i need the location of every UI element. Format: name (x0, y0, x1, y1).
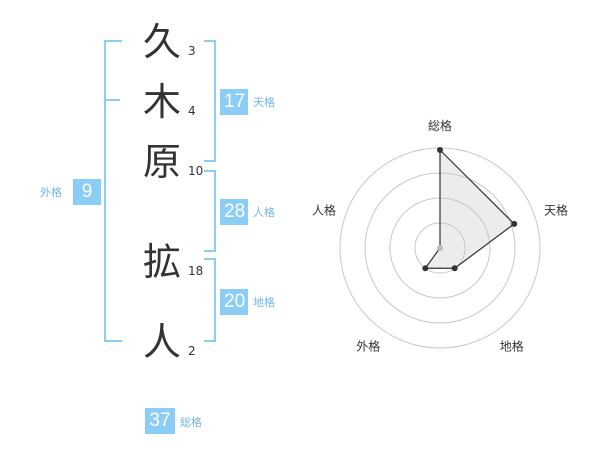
radar-point (422, 265, 429, 272)
gaikaku-label: 外格 (40, 186, 62, 199)
name-char-4: 拡 (142, 240, 181, 284)
jinkaku-bracket (204, 170, 216, 252)
bracket-tick (104, 99, 120, 101)
tenkaku-bracket (204, 40, 216, 162)
stroke-count-2: 4 (188, 104, 196, 118)
radar-center-dot (437, 245, 443, 251)
stroke-count-5: 2 (188, 344, 196, 358)
radar-point (437, 147, 443, 153)
radar-point (451, 265, 458, 272)
radar-polygon (424, 148, 516, 269)
radar-axis-label: 外格 (356, 339, 380, 354)
name-char-2: 木 (142, 80, 181, 124)
jinkaku-label: 人格 (253, 206, 275, 219)
radar-axis-label: 天格 (544, 202, 568, 217)
tenkaku-label: 天格 (253, 96, 275, 109)
chikaku-label: 地格 (253, 296, 275, 309)
chikaku-badge: 20 (220, 289, 248, 315)
stroke-count-4: 18 (188, 264, 204, 278)
stroke-count-3: 10 (188, 164, 204, 178)
radar-point (511, 220, 518, 227)
jinkaku-badge: 28 (220, 199, 248, 225)
soukaku-label: 総格 (180, 416, 202, 429)
stroke-count-1: 3 (188, 44, 196, 58)
radar-axis-label: 人格 (312, 202, 336, 217)
gaikaku-badge: 9 (73, 179, 101, 205)
radar-axis-label: 総格 (428, 118, 452, 133)
chikaku-bracket (204, 258, 216, 342)
name-char-5: 人 (142, 320, 181, 364)
soukaku-badge: 37 (145, 408, 175, 434)
name-char-1: 久 (142, 20, 181, 64)
tenkaku-badge: 17 (220, 89, 248, 115)
gaikaku-bracket (104, 40, 122, 342)
radar-axis-label: 地格 (500, 339, 524, 354)
name-char-3: 原 (142, 140, 181, 184)
